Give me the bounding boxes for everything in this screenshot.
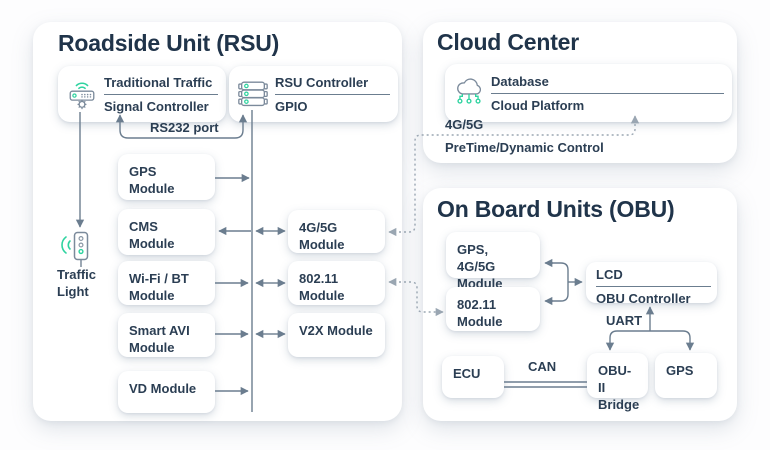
obu2-bridge-box: OBU-II Bridge bbox=[587, 353, 648, 412]
cloud-control-label: PreTime/Dynamic Control bbox=[445, 140, 604, 155]
uart-label: UART bbox=[606, 313, 643, 328]
signal-box-line2: Signal Controller bbox=[104, 98, 209, 114]
ecu-box: ECU bbox=[442, 356, 504, 398]
cloud-title: Cloud Center bbox=[437, 29, 579, 55]
obu-controller-line1: LCD bbox=[596, 266, 711, 287]
cloud-platform-box: Database Cloud Platform bbox=[445, 64, 732, 122]
gps-module-box: GPS Module bbox=[118, 154, 215, 200]
traffic-light-label: Traffic Light bbox=[57, 267, 97, 299]
signal-controller-box: Traditional Traffic Signal Controller bbox=[58, 66, 226, 122]
v2x-module-box: V2X Module bbox=[288, 313, 385, 357]
rs232-label: RS232 port bbox=[150, 120, 219, 135]
cloud-box-line1: Database bbox=[491, 73, 724, 94]
obu-gps-box: GPS bbox=[655, 353, 717, 398]
4g5g-module-box: 4G/5G Module bbox=[288, 210, 385, 253]
wifi-controller-gear-icon bbox=[65, 76, 99, 112]
can-label: CAN bbox=[528, 359, 557, 374]
cloud-network-label: 4G/5G bbox=[445, 117, 484, 132]
smart-avi-module-box: Smart AVI Module bbox=[118, 313, 215, 357]
vd-module-box: VD Module bbox=[118, 371, 215, 413]
obu-gps4g5g-module-box: GPS, 4G/5G Module bbox=[446, 232, 540, 291]
obu-80211-module-box: 802.11 Module bbox=[446, 287, 540, 331]
rsu-title: Roadside Unit (RSU) bbox=[58, 30, 280, 56]
80211-module-box: 802.11 Module bbox=[288, 261, 385, 305]
wifi-bt-module-box: Wi-Fi / BT Module bbox=[118, 261, 215, 305]
obu-title: On Board Units (OBU) bbox=[437, 196, 675, 222]
signal-box-line1: Traditional Traffic bbox=[104, 74, 218, 95]
rsu-controller-box: RSU Controller GPIO bbox=[229, 66, 398, 122]
cms-module-box: CMS Module bbox=[118, 209, 215, 255]
server-stack-icon bbox=[236, 76, 270, 112]
controller-box-line2: GPIO bbox=[275, 98, 308, 114]
obu-controller-line2: OBU Controller bbox=[596, 291, 691, 306]
traffic-light-icon bbox=[54, 230, 100, 275]
controller-box-line1: RSU Controller bbox=[275, 74, 390, 95]
cloud-box-line2: Cloud Platform bbox=[491, 97, 585, 113]
obu-controller-box: LCD OBU Controller bbox=[586, 262, 717, 306]
cloud-network-icon bbox=[452, 73, 486, 113]
